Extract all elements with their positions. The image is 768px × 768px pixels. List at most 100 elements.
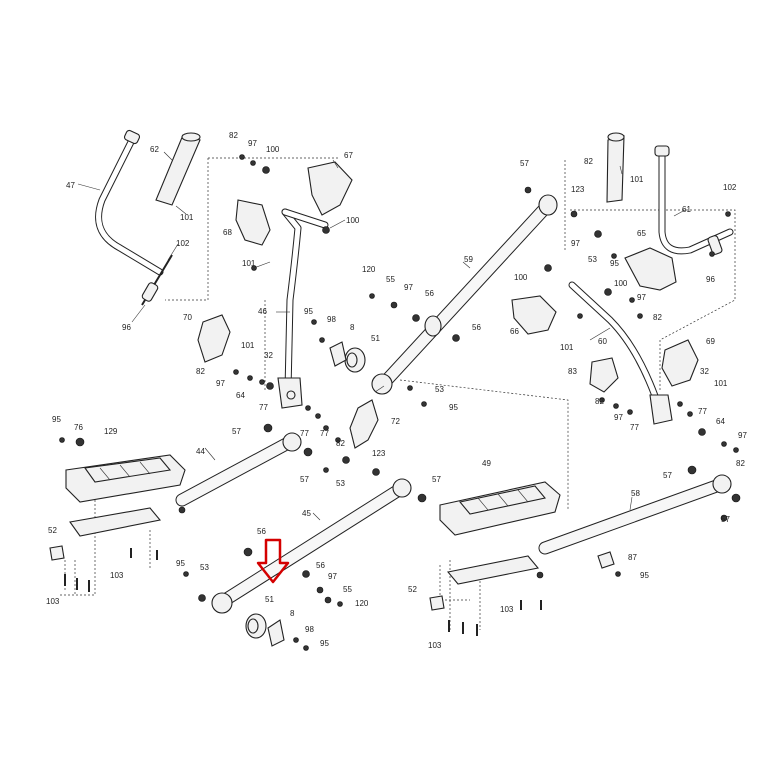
right-lower-arm — [538, 474, 732, 555]
right-bracket — [589, 357, 619, 393]
left-pedal-assembly — [49, 454, 186, 561]
callout-57: 57 — [300, 475, 309, 484]
callout-103: 103 — [110, 571, 124, 580]
callout-55: 55 — [343, 585, 352, 594]
right-grip — [606, 132, 625, 203]
callout-82: 82 — [595, 397, 604, 406]
callout-82: 82 — [196, 367, 205, 376]
callout-97: 97 — [571, 239, 580, 248]
callout-57: 57 — [721, 515, 730, 524]
left-shroud-upper — [307, 161, 353, 216]
callout-97: 97 — [328, 572, 337, 581]
callout-76: 76 — [74, 423, 83, 432]
callout-32: 32 — [264, 351, 273, 360]
callout-77: 77 — [300, 429, 309, 438]
hardware — [59, 154, 741, 651]
callout-98: 98 — [305, 625, 314, 634]
callout-101: 101 — [180, 213, 194, 222]
callout-82: 82 — [336, 439, 345, 448]
callout-55: 55 — [386, 275, 395, 284]
callout-97: 97 — [216, 379, 225, 388]
callout-95: 95 — [320, 639, 329, 648]
callout-56: 56 — [425, 289, 434, 298]
callout-120: 120 — [355, 599, 369, 608]
callout-51: 51 — [371, 334, 380, 343]
callout-95: 95 — [52, 415, 61, 424]
callout-60: 60 — [598, 337, 607, 346]
callout-129: 129 — [104, 427, 118, 436]
callout-53: 53 — [435, 385, 444, 394]
callout-77: 77 — [320, 429, 329, 438]
callout-102: 102 — [723, 183, 737, 192]
callout-120: 120 — [362, 265, 376, 274]
callout-44: 44 — [196, 447, 205, 456]
link-arm-45 — [211, 478, 412, 614]
callout-52: 52 — [48, 526, 57, 535]
callout-95: 95 — [610, 259, 619, 268]
left-shroud-lower — [197, 314, 231, 363]
callout-101: 101 — [560, 343, 574, 352]
callout-77: 77 — [698, 407, 707, 416]
callout-95: 95 — [640, 571, 649, 580]
upper-roller-assembly — [329, 315, 442, 373]
lower-roller-assembly — [245, 613, 285, 647]
highlight-arrow — [256, 538, 290, 584]
callout-100: 100 — [346, 216, 360, 225]
callout-57: 57 — [232, 427, 241, 436]
callout-97: 97 — [404, 283, 413, 292]
right-shroud-upper — [624, 247, 677, 291]
callout-65: 65 — [637, 229, 646, 238]
callout-57: 57 — [663, 471, 672, 480]
callout-82: 82 — [653, 313, 662, 322]
right-arm-cover — [661, 339, 699, 387]
callout-67: 67 — [344, 151, 353, 160]
callout-101: 101 — [630, 175, 644, 184]
right-bumper — [597, 551, 615, 569]
callout-100: 100 — [266, 145, 280, 154]
callout-68: 68 — [223, 228, 232, 237]
callout-97: 97 — [614, 413, 623, 422]
callout-64: 64 — [716, 417, 725, 426]
callout-101: 101 — [242, 259, 256, 268]
callout-100: 100 — [614, 279, 628, 288]
callout-77: 77 — [259, 403, 268, 412]
callout-45: 45 — [302, 509, 311, 518]
callout-103: 103 — [500, 605, 514, 614]
callout-47: 47 — [66, 181, 75, 190]
callout-103: 103 — [428, 641, 442, 650]
callout-82: 82 — [584, 157, 593, 166]
right-upper-arm — [568, 281, 673, 425]
callout-62: 62 — [150, 145, 159, 154]
left-handlebar-pivot — [141, 254, 173, 306]
callout-53: 53 — [200, 563, 209, 572]
callout-83: 83 — [568, 367, 577, 376]
callout-57: 57 — [520, 159, 529, 168]
callout-95: 95 — [304, 307, 313, 316]
callout-98: 98 — [327, 315, 336, 324]
left-grip — [155, 132, 201, 206]
callout-66: 66 — [510, 327, 519, 336]
callout-70: 70 — [183, 313, 192, 322]
left-handlebar — [95, 129, 164, 276]
callout-95: 95 — [449, 403, 458, 412]
callout-8: 8 — [350, 323, 355, 332]
callout-101: 101 — [241, 341, 255, 350]
callout-labels: 47 62 101 102 96 82 97 100 67 100 68 101… — [46, 131, 747, 650]
callout-56: 56 — [316, 561, 325, 570]
callout-52: 52 — [408, 585, 417, 594]
callout-87: 87 — [628, 553, 637, 562]
callout-8: 8 — [290, 609, 295, 618]
left-shroud-inner — [235, 199, 271, 246]
callout-64: 64 — [236, 391, 245, 400]
callout-61: 61 — [682, 205, 691, 214]
link-arm-59 — [371, 194, 558, 395]
dashed-assembly-outlines — [60, 157, 736, 630]
left-arm-cover — [349, 399, 379, 449]
callout-53: 53 — [588, 255, 597, 264]
right-shroud-inner — [511, 295, 557, 335]
callout-57: 57 — [432, 475, 441, 484]
callout-95: 95 — [176, 559, 185, 568]
callout-72: 72 — [391, 417, 400, 426]
left-upper-arm — [277, 208, 329, 409]
callout-82: 82 — [229, 131, 238, 140]
